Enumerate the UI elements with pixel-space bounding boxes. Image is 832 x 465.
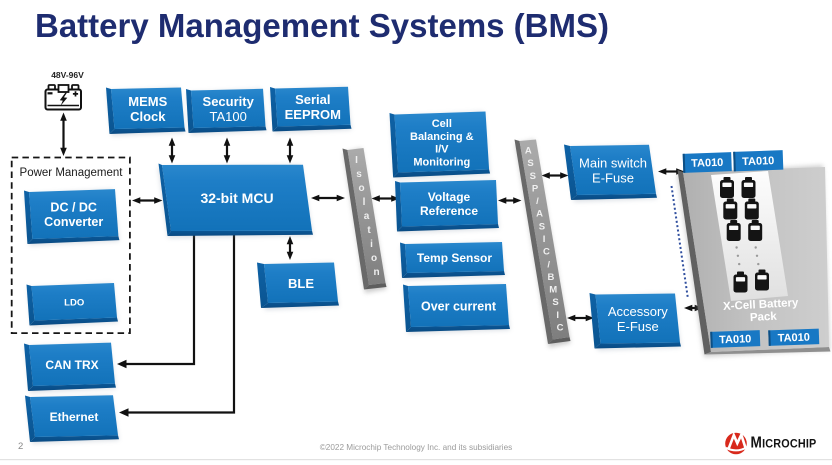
svg-text:s: s [356, 169, 362, 180]
svg-text:l: l [363, 197, 366, 208]
svg-text:Voltage: Voltage [428, 190, 471, 204]
svg-text:Main switch: Main switch [579, 155, 647, 170]
svg-text:Power Management: Power Management [20, 167, 124, 179]
svg-text:A: A [536, 209, 543, 220]
svg-text:2: 2 [18, 441, 23, 452]
svg-text:I/V: I/V [435, 144, 449, 156]
svg-text:S: S [527, 158, 533, 169]
svg-text:Cell: Cell [432, 118, 452, 130]
svg-text:n: n [373, 267, 379, 278]
svg-text:X-Cell Battery: X-Cell Battery [723, 297, 800, 313]
svg-text:Reference: Reference [420, 204, 478, 218]
svg-text:/: / [547, 259, 550, 270]
svg-text:A: A [525, 146, 532, 157]
svg-text:I: I [556, 310, 559, 321]
svg-text:TA100: TA100 [210, 109, 247, 124]
svg-text:MEMS: MEMS [128, 94, 167, 109]
svg-text:CAN TRX: CAN TRX [45, 358, 98, 372]
svg-text:DC / DC: DC / DC [50, 201, 97, 215]
svg-text:Battery Management Systems (BM: Battery Management Systems (BMS) [35, 7, 609, 44]
svg-text:Clock: Clock [130, 109, 166, 124]
svg-text:i: i [370, 239, 373, 250]
svg-text:o: o [358, 183, 364, 194]
svg-text:P: P [532, 183, 539, 194]
svg-text:Security: Security [203, 94, 255, 109]
svg-text:Pack: Pack [750, 311, 778, 324]
svg-text:©2022 Microchip Technology Inc: ©2022 Microchip Technology Inc. and its … [320, 443, 512, 452]
svg-text:a: a [364, 211, 370, 222]
svg-text:48V-96V: 48V-96V [51, 70, 84, 80]
svg-text:LDO: LDO [64, 298, 84, 309]
svg-text:B: B [547, 272, 554, 283]
svg-text:t: t [367, 225, 371, 236]
svg-text:C: C [557, 323, 564, 334]
svg-text:E-Fuse: E-Fuse [592, 171, 634, 186]
svg-text:Ethernet: Ethernet [50, 410, 99, 424]
svg-text:C: C [543, 247, 550, 258]
svg-text:Monitoring: Monitoring [413, 157, 470, 169]
svg-text:MICROCHIP: MICROCHIP [751, 435, 817, 452]
svg-text:Balancing &: Balancing & [410, 131, 474, 143]
svg-text:Accessory: Accessory [608, 304, 668, 319]
svg-text:EEPROM: EEPROM [285, 107, 341, 122]
svg-text:M: M [549, 285, 557, 296]
svg-text:S: S [552, 297, 558, 308]
svg-text:/: / [536, 196, 539, 207]
svg-text:I: I [543, 234, 546, 245]
svg-text:Converter: Converter [44, 215, 103, 229]
svg-text:o: o [371, 253, 377, 264]
svg-text:Temp Sensor: Temp Sensor [417, 251, 492, 265]
svg-text:S: S [530, 171, 536, 182]
svg-text:TA010: TA010 [742, 155, 775, 168]
svg-text:Over current: Over current [421, 299, 497, 313]
svg-text:TA010: TA010 [778, 332, 811, 345]
svg-text:32-bit MCU: 32-bit MCU [200, 190, 273, 206]
svg-text:TA010: TA010 [719, 333, 752, 346]
svg-text:Serial: Serial [295, 92, 330, 107]
svg-text:BLE: BLE [288, 276, 314, 291]
svg-text:I: I [355, 155, 358, 166]
svg-text:S: S [539, 221, 545, 232]
svg-text:E-Fuse: E-Fuse [617, 319, 659, 334]
svg-text:TA010: TA010 [691, 157, 724, 170]
